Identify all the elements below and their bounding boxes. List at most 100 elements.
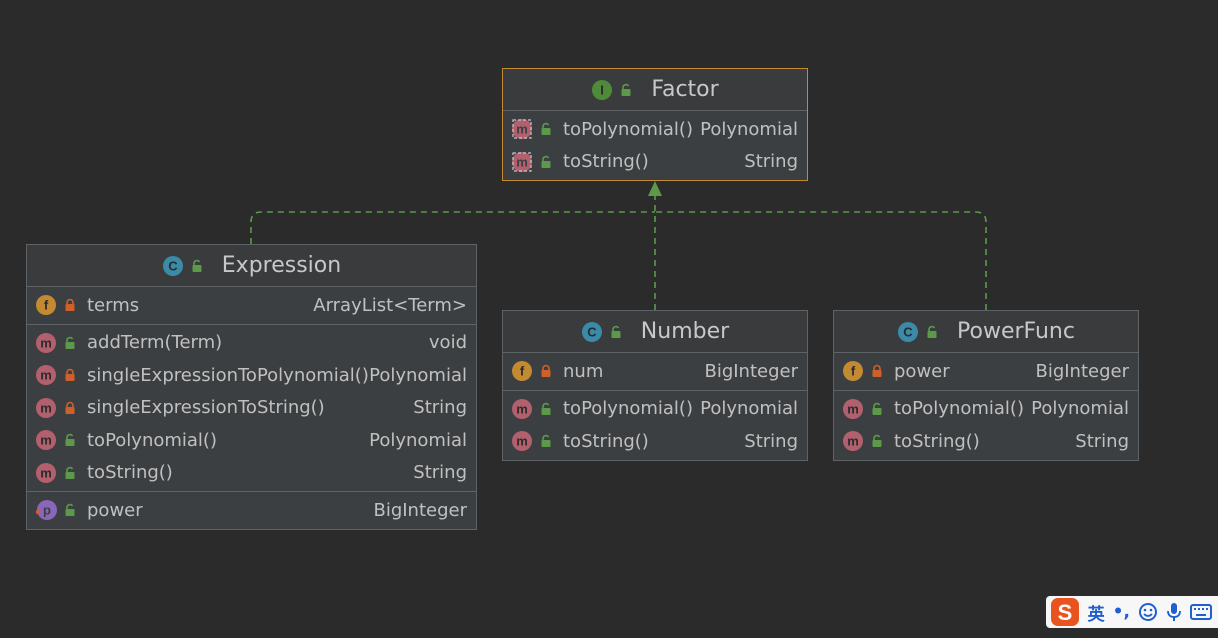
class-header: C Number bbox=[503, 311, 807, 353]
svg-text:C: C bbox=[903, 324, 913, 339]
member-name: toPolynomial() bbox=[563, 398, 693, 420]
private-access-icon bbox=[541, 365, 551, 378]
method-icon: m bbox=[36, 397, 56, 418]
public-access-icon bbox=[541, 435, 551, 448]
class-name: Number bbox=[640, 319, 730, 344]
method-icon: m bbox=[36, 365, 56, 386]
svg-text:C: C bbox=[587, 324, 597, 339]
punctuation-mode-label[interactable]: •, bbox=[1112, 602, 1130, 622]
member-type: String bbox=[744, 151, 798, 173]
public-access-icon bbox=[611, 325, 621, 338]
svg-text:I: I bbox=[601, 82, 605, 97]
public-access-icon bbox=[65, 466, 75, 479]
member-type: Polynomial bbox=[700, 118, 798, 140]
member-type: String bbox=[744, 430, 798, 452]
svg-text:f: f bbox=[851, 364, 856, 379]
microphone-icon[interactable] bbox=[1166, 602, 1182, 622]
keyboard-icon[interactable] bbox=[1190, 603, 1212, 621]
public-access-icon bbox=[541, 155, 551, 168]
implements-edge-powerfunc bbox=[655, 211, 987, 310]
public-access-icon bbox=[872, 435, 882, 448]
svg-text:S: S bbox=[1057, 600, 1072, 625]
svg-text:m: m bbox=[516, 401, 528, 416]
member-type: BigInteger bbox=[704, 360, 798, 382]
property-icon: p bbox=[35, 500, 57, 521]
field-icon: f bbox=[512, 361, 532, 382]
method-row[interactable]: m toPolynomial() Polynomial bbox=[503, 113, 807, 146]
member-name: toPolynomial() bbox=[87, 429, 217, 451]
member-type: String bbox=[413, 397, 467, 419]
interface-icon: I bbox=[592, 79, 613, 100]
ime-toolbar[interactable]: S 英 •, bbox=[1045, 596, 1218, 628]
method-row[interactable]: m toString() String bbox=[27, 457, 476, 490]
svg-text:m: m bbox=[40, 400, 52, 415]
member-name: toPolynomial() bbox=[894, 398, 1024, 420]
sogou-logo-icon[interactable]: S bbox=[1050, 597, 1080, 627]
member-name: toPolynomial() bbox=[563, 118, 693, 140]
svg-text:C: C bbox=[168, 258, 178, 273]
svg-text:m: m bbox=[847, 401, 859, 416]
method-icon: m bbox=[36, 430, 56, 451]
member-type: void bbox=[428, 332, 467, 354]
input-mode-label[interactable]: 英 bbox=[1087, 604, 1105, 625]
class-name: Expression bbox=[221, 253, 342, 278]
emoji-icon[interactable] bbox=[1138, 602, 1158, 622]
svg-text:m: m bbox=[516, 434, 528, 449]
method-icon: m bbox=[843, 431, 863, 452]
member-name: addTerm(Term) bbox=[87, 332, 223, 354]
member-type: Polynomial bbox=[700, 398, 798, 420]
public-access-icon bbox=[65, 434, 75, 447]
private-access-icon bbox=[65, 401, 75, 414]
public-access-icon bbox=[927, 325, 937, 338]
private-access-icon bbox=[65, 369, 75, 382]
private-access-icon bbox=[872, 365, 882, 378]
method-icon: m bbox=[843, 398, 863, 419]
method-icon: m bbox=[512, 431, 532, 452]
svg-text:m: m bbox=[40, 335, 52, 350]
implements-edge-expression bbox=[250, 211, 655, 244]
member-type: Polynomial bbox=[369, 364, 467, 386]
member-name: terms bbox=[87, 294, 140, 316]
class-icon: C bbox=[162, 255, 183, 276]
svg-text:f: f bbox=[520, 364, 525, 379]
abstract-method-icon: m bbox=[512, 119, 532, 140]
svg-text:m: m bbox=[40, 368, 52, 383]
method-row[interactable]: m toPolynomial() Polynomial bbox=[503, 393, 807, 426]
method-icon: m bbox=[36, 332, 56, 353]
class-name: Factor bbox=[651, 77, 719, 102]
svg-text:m: m bbox=[40, 433, 52, 448]
public-access-icon bbox=[192, 259, 202, 272]
class-header: C PowerFunc bbox=[834, 311, 1138, 353]
member-name: power bbox=[87, 499, 143, 521]
method-icon: m bbox=[36, 462, 56, 483]
member-name: toString() bbox=[563, 151, 649, 173]
public-access-icon bbox=[541, 123, 551, 136]
member-type: String bbox=[413, 462, 467, 484]
method-row[interactable]: m addTerm(Term) void bbox=[27, 327, 476, 360]
svg-text:m: m bbox=[516, 122, 528, 137]
member-name: toString() bbox=[87, 462, 173, 484]
